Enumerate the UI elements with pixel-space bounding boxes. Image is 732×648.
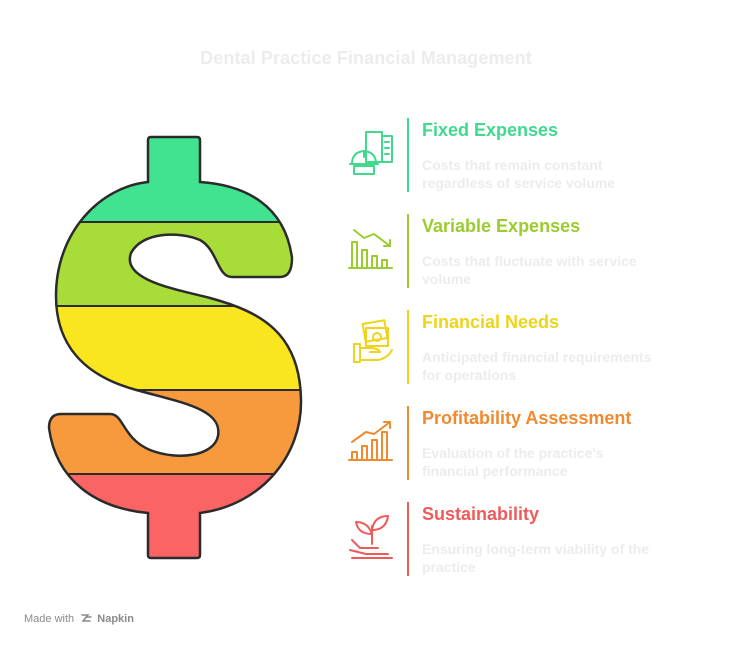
item-description: Costs that remain constant regardless of… — [422, 157, 615, 191]
item-heading: Financial Needs — [422, 312, 560, 332]
item-sustainability: Sustainability Ensuring long-term viabil… — [340, 502, 720, 582]
item-financial-needs: Financial Needs Anticipated financial re… — [340, 310, 720, 390]
item-heading: Variable Expenses — [422, 216, 581, 236]
item-profitability-assessment: Profitability Assessment Evaluation of t… — [340, 406, 720, 486]
accent-bar — [407, 406, 409, 480]
rising-bar-chart-icon — [348, 421, 393, 461]
declining-bar-chart-icon — [348, 229, 393, 269]
item-heading: Profitability Assessment — [422, 408, 632, 428]
made-with-label: Made with — [24, 613, 75, 625]
accent-bar — [407, 118, 409, 192]
accent-bar — [407, 502, 409, 576]
worker-building-icon — [349, 131, 393, 175]
accent-bar — [407, 214, 409, 288]
napkin-brand: Napkin — [97, 613, 134, 625]
item-description: Anticipated financial requirements for o… — [422, 349, 652, 383]
item-fixed-expenses: Fixed Expenses Costs that remain constan… — [340, 118, 720, 198]
sprout-hand-icon — [349, 515, 393, 559]
item-heading: Fixed Expenses — [422, 120, 559, 140]
item-description: Costs that fluctuate with service volume — [422, 253, 637, 287]
napkin-logo-icon — [81, 614, 92, 622]
footer: Made with Napkin — [24, 613, 134, 625]
page-title: Dental Practice Financial Management — [200, 48, 532, 68]
hand-money-icon — [353, 319, 393, 363]
item-description: Ensuring long-term viability of the prac… — [422, 541, 650, 575]
item-variable-expenses: Variable Expenses Costs that fluctuate w… — [340, 214, 720, 294]
item-description: Evaluation of the practice's financial p… — [422, 445, 604, 479]
accent-bar — [407, 310, 409, 384]
item-heading: Sustainability — [422, 504, 540, 524]
